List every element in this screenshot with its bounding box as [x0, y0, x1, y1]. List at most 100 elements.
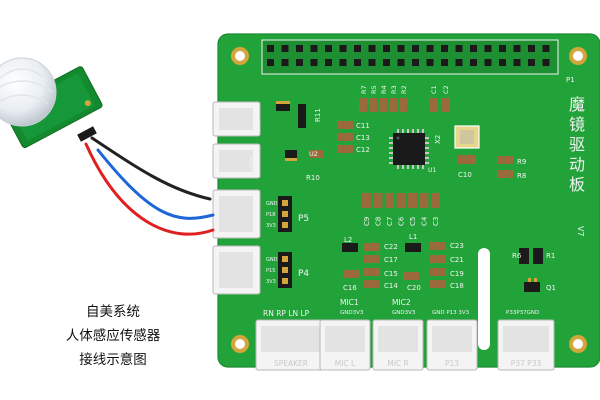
header-pin — [368, 59, 376, 66]
capacitor — [364, 243, 380, 251]
header-pin — [513, 59, 521, 66]
board-title-text: 魔镜驱动板 — [569, 95, 585, 194]
header-pin — [426, 45, 434, 52]
connector-gnd — [212, 101, 261, 137]
capacitor-label: C11 — [356, 122, 370, 130]
header-pin — [412, 59, 419, 66]
capacitor-label: C6 — [398, 216, 406, 226]
resistor — [389, 98, 397, 112]
capacitor — [430, 242, 446, 250]
header-pin — [484, 45, 492, 52]
capacitor-label: C1 — [430, 85, 438, 94]
pin-label: 3V3 — [266, 223, 276, 229]
header-pin — [296, 45, 303, 52]
mic2-pins: GND3V3 — [392, 310, 416, 316]
header-pin — [383, 59, 390, 66]
header-pin — [455, 45, 463, 52]
gnd5v-silk: GND5V — [248, 156, 254, 176]
board-version: V7 — [576, 226, 585, 237]
r11-label: R11 — [314, 108, 322, 122]
capacitor — [419, 193, 429, 208]
capacitor — [431, 193, 440, 208]
header-pin — [499, 45, 506, 52]
capacitor-label: C5 — [409, 217, 417, 226]
capacitor — [337, 133, 353, 141]
fresnel-lens — [0, 57, 57, 127]
connector-p4 — [212, 245, 261, 295]
header-pin — [282, 267, 288, 273]
left-connectors — [212, 101, 261, 295]
capacitor — [362, 193, 371, 208]
pir-sensor — [0, 57, 103, 149]
header-pin — [267, 59, 274, 66]
capacitor-label: C19 — [450, 270, 464, 278]
capacitor — [364, 255, 380, 263]
capacitor — [337, 145, 353, 153]
connector-p33-p37: P37 P33 — [497, 319, 555, 371]
header-pin — [397, 45, 405, 52]
header-pin — [542, 59, 550, 66]
header-pin — [282, 211, 288, 217]
capacitor-label: C22 — [384, 243, 398, 251]
wire-black — [90, 136, 212, 201]
header-pin — [528, 59, 535, 66]
capacitor — [396, 193, 406, 208]
pin-label: P18 — [266, 212, 275, 218]
capacitor-label: C12 — [356, 146, 370, 154]
header-pin — [310, 45, 318, 52]
header-pin — [470, 45, 477, 52]
diagram-caption: 自美系统 人体感应传感器 接线示意图 — [38, 300, 188, 372]
chip-label: U1 — [428, 167, 436, 174]
mic2-label: MIC2 — [392, 298, 411, 307]
gpio-header — [261, 39, 559, 75]
resistor-label: R2 — [400, 85, 408, 94]
connector-speaker: SPEAKER — [255, 319, 327, 371]
r6-label: R6 — [512, 252, 522, 260]
capacitor — [373, 193, 383, 208]
board-slot — [478, 248, 490, 350]
speaker-pins: RN RP LN LP — [263, 309, 310, 318]
pin-label: 3V3 — [266, 279, 276, 285]
header-pin — [412, 45, 419, 52]
board-title: 魔镜驱动板 V7 — [569, 95, 585, 237]
p4-label: P4 — [298, 269, 309, 279]
capacitor — [441, 98, 450, 112]
header-pin — [281, 59, 289, 66]
header-pin — [339, 45, 347, 52]
connector-label: MIC L — [335, 359, 356, 368]
header-pin — [528, 45, 535, 52]
header-pin — [354, 59, 361, 66]
header-pin — [368, 45, 376, 52]
mounting-holes — [231, 47, 587, 353]
c10-label: C10 — [458, 171, 472, 179]
capacitor — [430, 268, 446, 276]
header-pin — [282, 256, 288, 262]
capacitor-label: C21 — [450, 256, 464, 264]
resistor-label: R4 — [380, 85, 388, 94]
header-pin — [267, 45, 274, 52]
header-pin — [484, 59, 492, 66]
r9-label: R9 — [517, 158, 526, 166]
header-pin — [310, 59, 318, 66]
capacitor-label: C2 — [442, 85, 450, 94]
capacitor-label: C17 — [384, 256, 398, 264]
header-pin — [470, 59, 477, 66]
resistor — [369, 98, 377, 112]
wire-blue — [96, 148, 215, 220]
p5-label: P5 — [298, 214, 309, 224]
l1-label: L1 — [409, 233, 417, 241]
connector-label: MIC R — [387, 359, 409, 368]
capacitor — [403, 272, 419, 280]
r10-label: R10 — [306, 174, 320, 182]
header-pin — [282, 200, 288, 206]
capacitor-label: C9 — [363, 217, 371, 226]
capacitor — [385, 193, 394, 208]
capacitor-label: C13 — [356, 134, 370, 142]
connector-label: P37 P33 — [511, 359, 542, 368]
connector-mic1: MIC L — [319, 319, 371, 371]
wire-red — [84, 142, 215, 236]
